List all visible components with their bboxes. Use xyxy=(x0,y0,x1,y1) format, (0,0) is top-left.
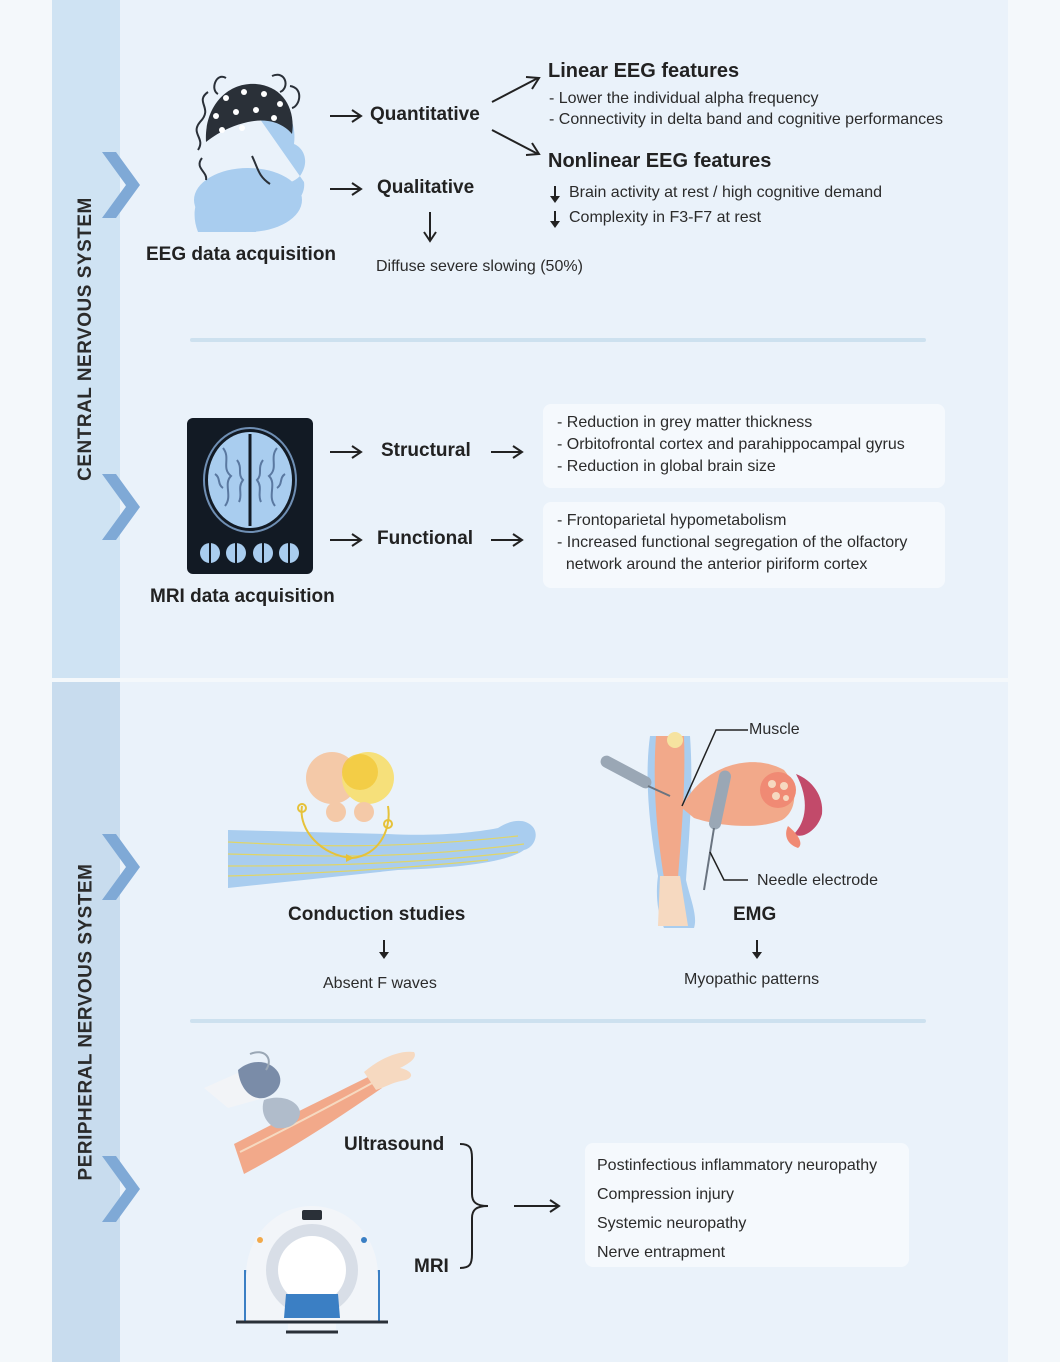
qualitative-label: Qualitative xyxy=(377,177,475,198)
arrow-diagonal-down-icon xyxy=(491,129,541,156)
nonlinear-features-title: Nonlinear EEG features xyxy=(548,150,772,172)
arrow-right-icon xyxy=(491,533,524,547)
arrow-right-icon xyxy=(330,182,363,196)
arrow-down-icon xyxy=(423,212,437,243)
structural-findings-box: - Reduction in grey matter thickness - O… xyxy=(543,404,945,488)
arrow-diagonal-up-icon xyxy=(491,76,541,103)
arrow-down-icon xyxy=(752,940,762,959)
arrow-down-icon xyxy=(550,186,560,203)
eeg-head-icon xyxy=(194,73,306,232)
linear-feature-item: - Connectivity in delta band and cogniti… xyxy=(549,111,943,128)
quantitative-label: Quantitative xyxy=(370,104,480,125)
ultrasound-arm-icon xyxy=(204,1051,415,1174)
nerve-conduction-arm-icon xyxy=(227,752,536,888)
functional-finding: network around the anterior piriform cor… xyxy=(557,556,868,573)
functional-label: Functional xyxy=(377,528,474,549)
cns-sidebar: CENTRAL NERVOUS SYSTEM xyxy=(52,0,120,678)
mri-scan-icon xyxy=(187,418,313,574)
structural-label: Structural xyxy=(381,440,471,461)
brace-icon xyxy=(459,1143,489,1269)
nonlinear-feature-item: Complexity in F3-F7 at rest xyxy=(569,209,762,226)
arrow-down-icon xyxy=(550,211,560,228)
linear-features-title: Linear EEG features xyxy=(548,60,740,82)
emg-result: Myopathic patterns xyxy=(684,971,820,988)
chevron-right-icon xyxy=(102,834,140,900)
imaging-finding: Nerve entrapment xyxy=(597,1244,726,1261)
arrow-right-icon xyxy=(330,109,363,123)
arrow-right-icon xyxy=(330,533,363,547)
structural-finding: - Reduction in grey matter thickness xyxy=(557,414,813,431)
structural-finding: - Orbitofrontal cortex and parahippocamp… xyxy=(557,436,905,453)
functional-findings-box: - Frontoparietal hypometabolism - Increa… xyxy=(543,502,945,588)
functional-finding: - Increased functional segregation of th… xyxy=(557,534,908,551)
chevron-right-icon xyxy=(102,152,140,218)
mri-title: MRI data acquisition xyxy=(150,586,335,607)
mri-label: MRI xyxy=(414,1256,449,1277)
imaging-findings-box: Postinfectious inflammatory neuropathy C… xyxy=(585,1143,909,1267)
eeg-title: EEG data acquisition xyxy=(146,244,337,265)
arrow-right-icon xyxy=(514,1199,561,1213)
arrow-right-icon xyxy=(330,445,363,459)
chevron-right-icon xyxy=(102,474,140,540)
qualitative-result: Diffuse severe slowing (50%) xyxy=(376,258,583,275)
functional-finding: - Frontoparietal hypometabolism xyxy=(557,512,787,529)
structural-finding: - Reduction in global brain size xyxy=(557,458,776,475)
divider xyxy=(190,338,926,342)
conduction-result: Absent F waves xyxy=(323,975,437,992)
imaging-finding: Compression injury xyxy=(597,1186,734,1203)
ultrasound-label: Ultrasound xyxy=(344,1134,445,1155)
nonlinear-feature-item: Brain activity at rest / high cognitive … xyxy=(569,184,883,201)
linear-feature-item: - Lower the individual alpha frequency xyxy=(549,90,819,107)
emg-title: EMG xyxy=(733,904,777,925)
imaging-finding: Systemic neuropathy xyxy=(597,1215,747,1232)
cns-label: CENTRAL NERVOUS SYSTEM xyxy=(75,197,97,481)
arrow-right-icon xyxy=(491,445,524,459)
emg-leg-icon xyxy=(600,729,823,928)
needle-electrode-label: Needle electrode xyxy=(757,872,878,889)
arrow-down-icon xyxy=(379,940,389,959)
divider xyxy=(190,1019,926,1023)
chevron-right-icon xyxy=(102,1156,140,1222)
muscle-label: Muscle xyxy=(749,721,800,738)
imaging-finding: Postinfectious inflammatory neuropathy xyxy=(597,1157,878,1174)
pns-sidebar: PERIPHERAL NERVOUS SYSTEM xyxy=(52,682,120,1362)
conduction-title: Conduction studies xyxy=(288,904,466,925)
mri-scanner-icon xyxy=(236,1206,388,1334)
pns-label: PERIPHERAL NERVOUS SYSTEM xyxy=(75,863,97,1181)
